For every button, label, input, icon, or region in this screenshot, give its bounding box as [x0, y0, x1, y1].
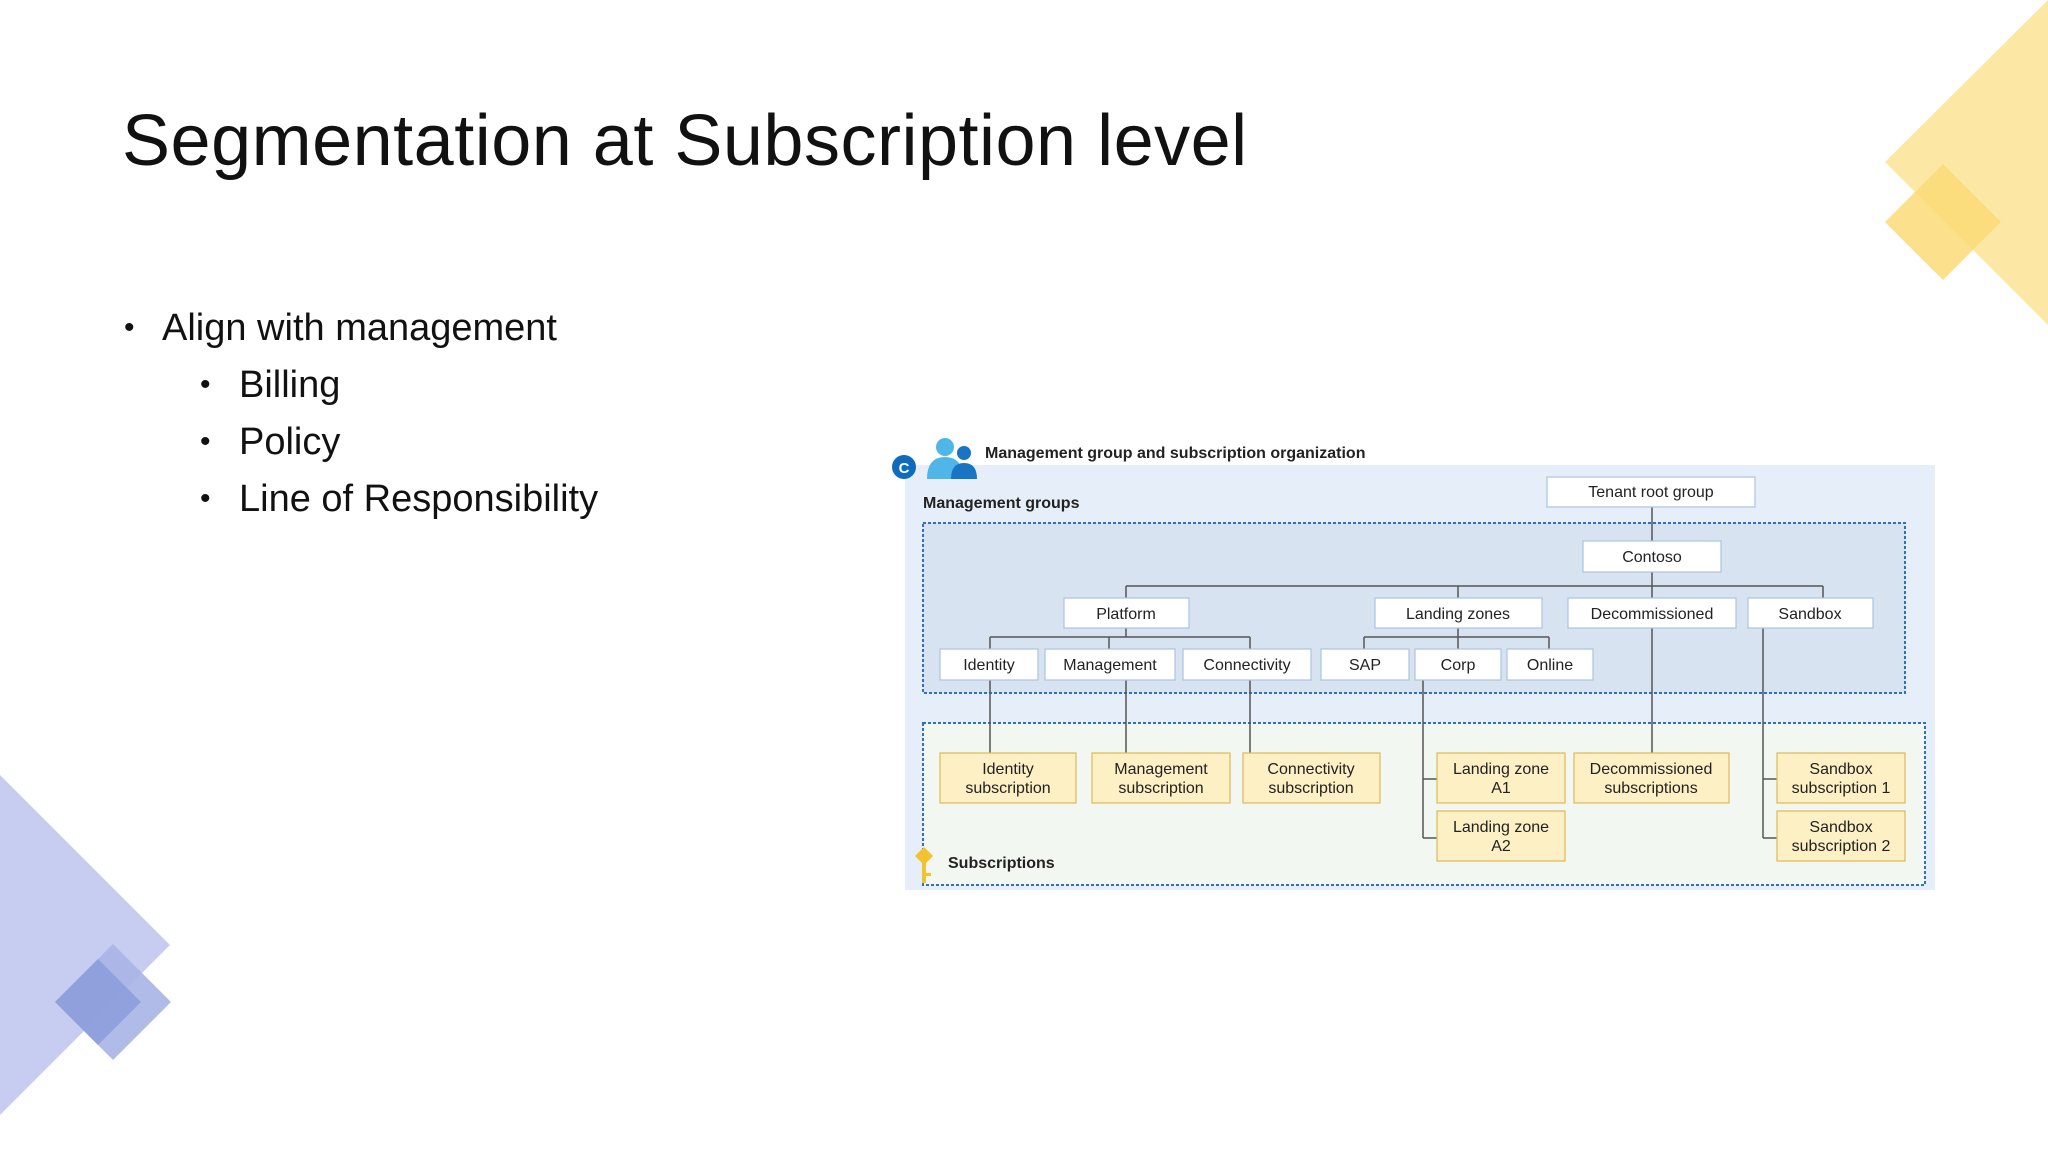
subscriptions-panel [922, 722, 1926, 886]
svg-text:SAP: SAP [1349, 657, 1381, 674]
bullet-item: • Align with management [122, 300, 598, 357]
mg-node-online: Online [1506, 648, 1594, 681]
bullet-item: • Line of Responsibility [122, 471, 598, 528]
subscription-landing-zone-a2: Landing zone A2 [1436, 810, 1566, 862]
svg-text:Decommissioned: Decommissioned [1590, 761, 1713, 778]
badge-icon [892, 455, 916, 479]
svg-text:Landing zone: Landing zone [1453, 819, 1549, 836]
subscription-sandbox-1: Sandbox subscription 1 [1776, 752, 1906, 804]
svg-text:Corp: Corp [1441, 657, 1476, 674]
svg-text:Contoso: Contoso [1622, 549, 1682, 566]
connector-lines [989, 507, 1824, 839]
svg-text:subscription 2: subscription 2 [1792, 838, 1891, 855]
svg-text:Identity: Identity [982, 761, 1034, 778]
svg-text:subscription 1: subscription 1 [1792, 780, 1891, 797]
diagram-heading: Management group and subscription organi… [985, 445, 1365, 462]
bullet-text: Align with management [162, 307, 557, 349]
svg-text:Platform: Platform [1096, 606, 1156, 623]
deco-yellow-diamond [1885, 0, 2048, 325]
mg-node-management: Management [1044, 648, 1176, 681]
svg-text:subscription: subscription [1118, 780, 1203, 797]
svg-text:Sandbox: Sandbox [1809, 761, 1872, 778]
svg-text:Decommissioned: Decommissioned [1591, 606, 1714, 623]
mg-node-corp: Corp [1414, 648, 1502, 681]
management-groups-label: Management groups [923, 495, 1080, 512]
svg-text:Sandbox: Sandbox [1809, 819, 1872, 836]
subscription-identity: Identity subscription [939, 752, 1077, 804]
svg-text:Landing zone: Landing zone [1453, 761, 1549, 778]
slide-title: Segmentation at Subscription level [122, 101, 1248, 181]
svg-text:Landing zones: Landing zones [1406, 606, 1510, 623]
key-icon [915, 847, 933, 883]
mg-node-identity: Identity [939, 648, 1039, 681]
mg-node-sap: SAP [1320, 648, 1410, 681]
bullet-list: • Align with management • Billing • Poli… [122, 300, 598, 528]
deco-blue-dark-diamond [55, 959, 141, 1045]
svg-text:Connectivity: Connectivity [1203, 657, 1290, 674]
svg-text:Sandbox: Sandbox [1778, 606, 1841, 623]
svg-text:Tenant root group: Tenant root group [1588, 484, 1714, 501]
subscription-sandbox-2: Sandbox subscription 2 [1776, 810, 1906, 862]
svg-text:Management: Management [1114, 761, 1208, 778]
bullet-text: Billing [239, 364, 341, 406]
svg-text:Management: Management [1063, 657, 1157, 674]
svg-text:Online: Online [1527, 657, 1573, 674]
svg-text:subscription: subscription [1268, 780, 1353, 797]
svg-text:subscriptions: subscriptions [1604, 780, 1697, 797]
bullet-dot: • [200, 368, 211, 401]
svg-text:A2: A2 [1491, 838, 1511, 855]
svg-text:subscription: subscription [965, 780, 1050, 797]
mg-node-connectivity: Connectivity [1182, 648, 1312, 681]
deco-yellow-small-diamond [1885, 164, 2001, 280]
mg-node-platform: Platform [1063, 597, 1190, 629]
mg-node-tenant-root: Tenant root group [1546, 476, 1756, 508]
bullet-dot: • [200, 425, 211, 458]
badge-letter: C [899, 460, 910, 477]
subscription-decommissioned: Decommissioned subscriptions [1573, 752, 1730, 804]
bullet-item: • Billing [122, 357, 598, 414]
svg-text:Connectivity: Connectivity [1267, 761, 1354, 778]
subscription-landing-zone-a1: Landing zone A1 [1436, 752, 1566, 804]
bullet-dot: • [124, 311, 135, 344]
mg-node-landing-zones: Landing zones [1374, 597, 1543, 629]
svg-text:Identity: Identity [963, 657, 1015, 674]
users-icon [927, 438, 977, 479]
diagram-canvas: C Management group and subscription orga… [892, 438, 1935, 890]
deco-blue-diamond [0, 775, 170, 1115]
bullet-item: • Policy [122, 414, 598, 471]
subscriptions-label: Subscriptions [948, 855, 1055, 872]
subscription-management: Management subscription [1091, 752, 1231, 804]
mg-node-contoso: Contoso [1582, 540, 1722, 573]
bullet-text: Line of Responsibility [239, 478, 599, 520]
management-group-diagram: C Management group and subscription orga… [885, 435, 1940, 895]
svg-text:A1: A1 [1491, 780, 1511, 797]
bullet-dot: • [200, 482, 211, 515]
mg-node-sandbox: Sandbox [1747, 597, 1874, 629]
mg-node-decommissioned: Decommissioned [1567, 597, 1737, 629]
bullet-text: Policy [239, 421, 341, 463]
subscription-connectivity: Connectivity subscription [1242, 752, 1381, 804]
